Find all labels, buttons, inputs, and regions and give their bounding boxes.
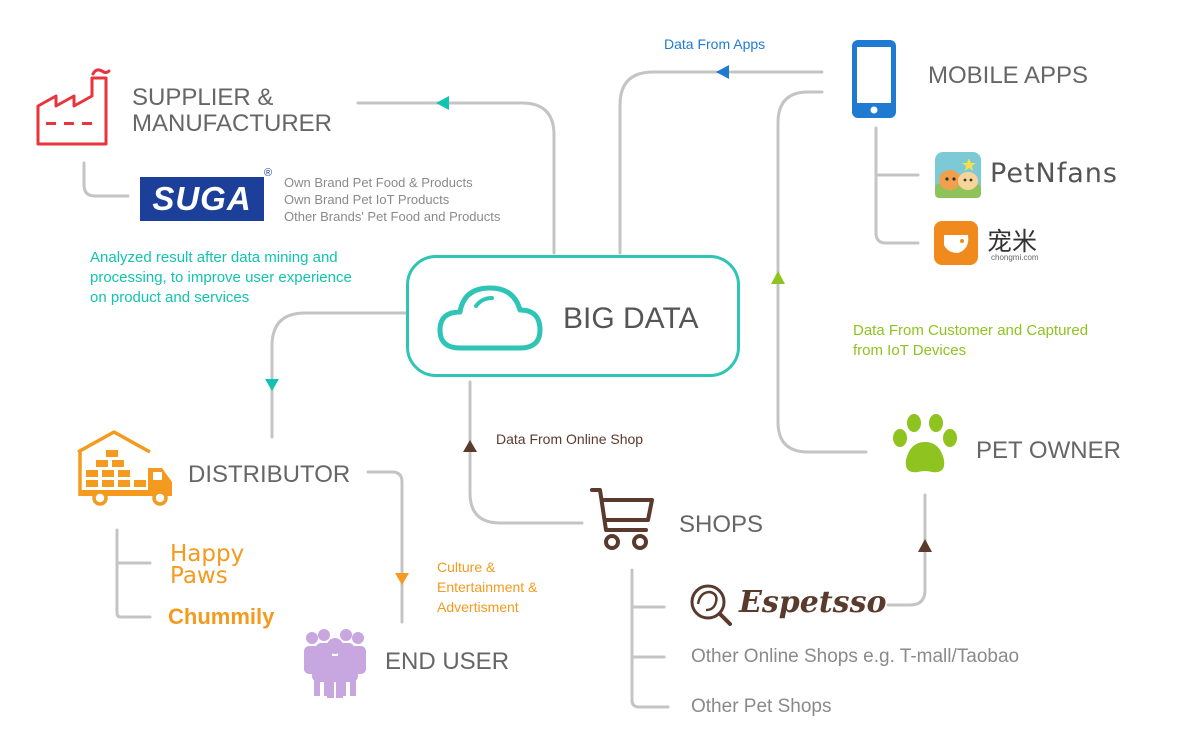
supplier-product-own-food: Own Brand Pet Food & Products bbox=[284, 175, 473, 190]
shops-title: SHOPS bbox=[679, 511, 764, 538]
big-data-title: BIG DATA bbox=[563, 302, 699, 335]
mobile-apps-title: MOBILE APPS bbox=[928, 62, 1089, 89]
petnfans-logo-text: PetNfans bbox=[990, 158, 1118, 189]
arrow-espetsso-up bbox=[918, 539, 932, 552]
arrow-to-distributor bbox=[265, 379, 279, 391]
connector-espetsso-petowner bbox=[886, 493, 927, 607]
chummily-logo: Chummily bbox=[168, 604, 275, 629]
factory-icon bbox=[36, 68, 111, 146]
connector-apps-bigdata bbox=[618, 70, 824, 255]
culture-note-line3: Advertisment bbox=[437, 599, 519, 615]
supplier-title-line1: SUPPLIER & bbox=[132, 84, 274, 111]
data-from-apps-label: Data From Apps bbox=[664, 36, 766, 52]
chongmi-domain-text: chongmi.com bbox=[991, 253, 1039, 262]
analyzed-note-line3: on product and services bbox=[90, 289, 250, 306]
connector-supplier-suga bbox=[82, 161, 130, 198]
espetsso-logo-text: Espetsso bbox=[739, 585, 887, 620]
connector-distributor-brands bbox=[115, 528, 152, 619]
customer-data-note: Data From Customer and Captured from IoT… bbox=[853, 321, 1088, 361]
customer-note-line1: Data From Customer and Captured bbox=[853, 322, 1089, 339]
suga-logo: SUGA bbox=[140, 177, 264, 221]
analyzed-note-line2: processing, to improve user experience bbox=[90, 269, 352, 286]
chongmi-app-icon bbox=[934, 221, 978, 265]
connector-bigdata-distributor bbox=[270, 311, 408, 439]
paw-print-icon bbox=[893, 414, 957, 473]
analyzed-note-line1: Analyzed result after data mining and bbox=[90, 249, 338, 266]
suga-logo-text: SUGA bbox=[152, 180, 252, 217]
big-data-node bbox=[406, 255, 740, 377]
pet-owner-title: PET OWNER bbox=[976, 437, 1121, 464]
suga-registered-mark: ® bbox=[264, 167, 273, 179]
mobile-phone-icon bbox=[852, 40, 896, 118]
arrow-owner-up bbox=[771, 271, 785, 284]
customer-note-line2: from IoT Devices bbox=[853, 342, 967, 359]
other-pet-shops: Other Pet Shops bbox=[691, 696, 832, 717]
arrow-from-apps bbox=[716, 65, 729, 79]
end-user-title: END USER bbox=[385, 648, 510, 675]
arrow-to-enduser bbox=[395, 573, 409, 585]
petnfans-app-icon bbox=[935, 152, 981, 198]
supplier-title-line2: MANUFACTURER bbox=[132, 110, 333, 137]
arrow-to-supplier bbox=[436, 96, 449, 110]
online-shop-label: Data From Online Shop bbox=[496, 431, 644, 447]
connector-petowner-apps bbox=[776, 90, 868, 454]
supplier-product-own-iot: Own Brand Pet IoT Products bbox=[284, 192, 450, 207]
happy-paws-logo: Happy Paws bbox=[170, 541, 245, 589]
warehouse-truck-icon bbox=[77, 430, 172, 506]
espetsso-logo-icon bbox=[690, 584, 732, 626]
supplier-product-other-brands: Other Brands' Pet Food and Products bbox=[284, 209, 501, 224]
arrow-shops-up bbox=[463, 440, 477, 452]
culture-note: Culture & Entertainment & Advertisment bbox=[437, 557, 537, 617]
connector-shops-bigdata bbox=[468, 380, 584, 525]
happy-paws-line2: Paws bbox=[170, 563, 228, 589]
connector-bigdata-supplier bbox=[356, 101, 556, 255]
culture-note-line1: Culture & bbox=[437, 559, 496, 575]
connector-distributor-enduser bbox=[366, 470, 404, 624]
distributor-title: DISTRIBUTOR bbox=[188, 461, 351, 488]
happy-paws-line1: Happy bbox=[170, 541, 245, 567]
analyzed-result-note: Analyzed result after data mining and pr… bbox=[90, 248, 352, 308]
people-group-icon bbox=[304, 629, 366, 698]
other-online-shops: Other Online Shops e.g. T-mall/Taobao bbox=[691, 646, 1020, 667]
cloud-icon bbox=[437, 285, 543, 351]
culture-note-line2: Entertainment & bbox=[437, 579, 538, 595]
chongmi-logo-text: 宠米 bbox=[987, 227, 1038, 256]
connector-shops-list bbox=[630, 568, 670, 709]
supplier-product-list: Own Brand Pet Food & Products Own Brand … bbox=[284, 174, 500, 225]
supplier-title: SUPPLIER & MANUFACTURER bbox=[132, 85, 332, 137]
shopping-cart-icon bbox=[590, 488, 654, 550]
connector-apps-brands bbox=[874, 126, 920, 245]
